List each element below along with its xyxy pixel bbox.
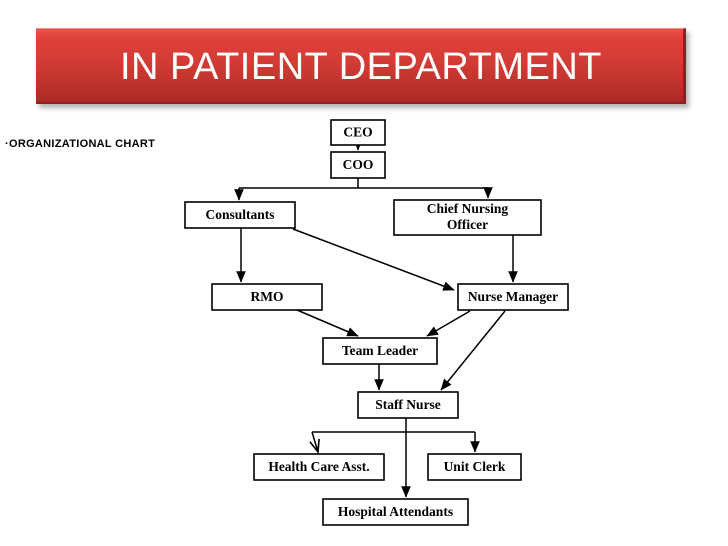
node-rmo[interactable]: RMO	[211, 283, 323, 311]
node-unit-clerk[interactable]: Unit Clerk	[427, 453, 522, 481]
node-chief-nursing-officer[interactable]: Chief Nursing Officer	[393, 199, 542, 236]
title-banner: IN PATIENT DEPARTMENT	[36, 28, 686, 104]
node-cno-label-line1: Chief Nursing	[427, 201, 509, 216]
node-nurse-manager[interactable]: Nurse Manager	[457, 283, 569, 311]
node-team-leader[interactable]: Team Leader	[322, 337, 438, 365]
edge-nursemanager-teamleader	[426, 310, 471, 337]
node-consultants-label: Consultants	[205, 207, 274, 222]
node-group: CEO COO Consultants Chief Nursing Office…	[184, 119, 569, 526]
node-nurse-manager-label: Nurse Manager	[468, 289, 558, 304]
edge-consultants-nursemanager	[292, 228, 455, 291]
node-hospital-attendants-label: Hospital Attendants	[338, 504, 453, 519]
edge-rmo-teamleader	[296, 309, 359, 337]
edge-staffnurse-healthcareasst	[312, 431, 318, 452]
node-consultants[interactable]: Consultants	[184, 201, 296, 229]
node-health-care-asst-label: Health Care Asst.	[268, 459, 369, 474]
connector-group	[234, 139, 518, 498]
node-coo[interactable]: COO	[330, 151, 386, 179]
subtitle-bullet: ·ORGANIZATIONAL CHART	[5, 138, 156, 150]
edge-nursemanager-staffnurse	[440, 310, 506, 391]
node-coo-label: COO	[343, 157, 374, 172]
node-ceo-label: CEO	[343, 125, 372, 140]
node-unit-clerk-label: Unit Clerk	[444, 459, 506, 474]
node-cno-label-line2: Officer	[447, 217, 488, 232]
node-staff-nurse-label: Staff Nurse	[375, 397, 441, 412]
node-health-care-asst[interactable]: Health Care Asst.	[253, 453, 385, 481]
node-team-leader-label: Team Leader	[342, 343, 418, 358]
node-staff-nurse[interactable]: Staff Nurse	[357, 391, 459, 419]
node-rmo-label: RMO	[251, 289, 284, 304]
node-ceo[interactable]: CEO	[330, 119, 386, 146]
page-title: IN PATIENT DEPARTMENT	[119, 45, 603, 88]
node-hospital-attendants[interactable]: Hospital Attendants	[322, 498, 469, 526]
